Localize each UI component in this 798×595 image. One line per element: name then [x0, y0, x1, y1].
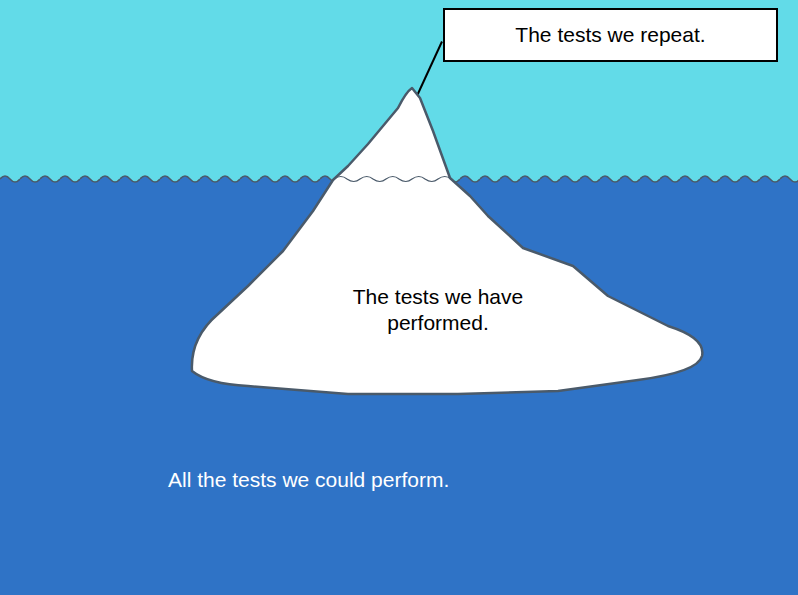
callout-label: The tests we repeat.	[515, 23, 705, 47]
water-label: All the tests we could perform.	[168, 468, 449, 492]
iceberg-label: The tests we have performed.	[328, 284, 548, 336]
callout-box: The tests we repeat.	[443, 8, 778, 62]
iceberg: The tests we have performed.	[188, 86, 708, 401]
leader-line	[416, 41, 442, 98]
iceberg-shape	[188, 86, 708, 401]
